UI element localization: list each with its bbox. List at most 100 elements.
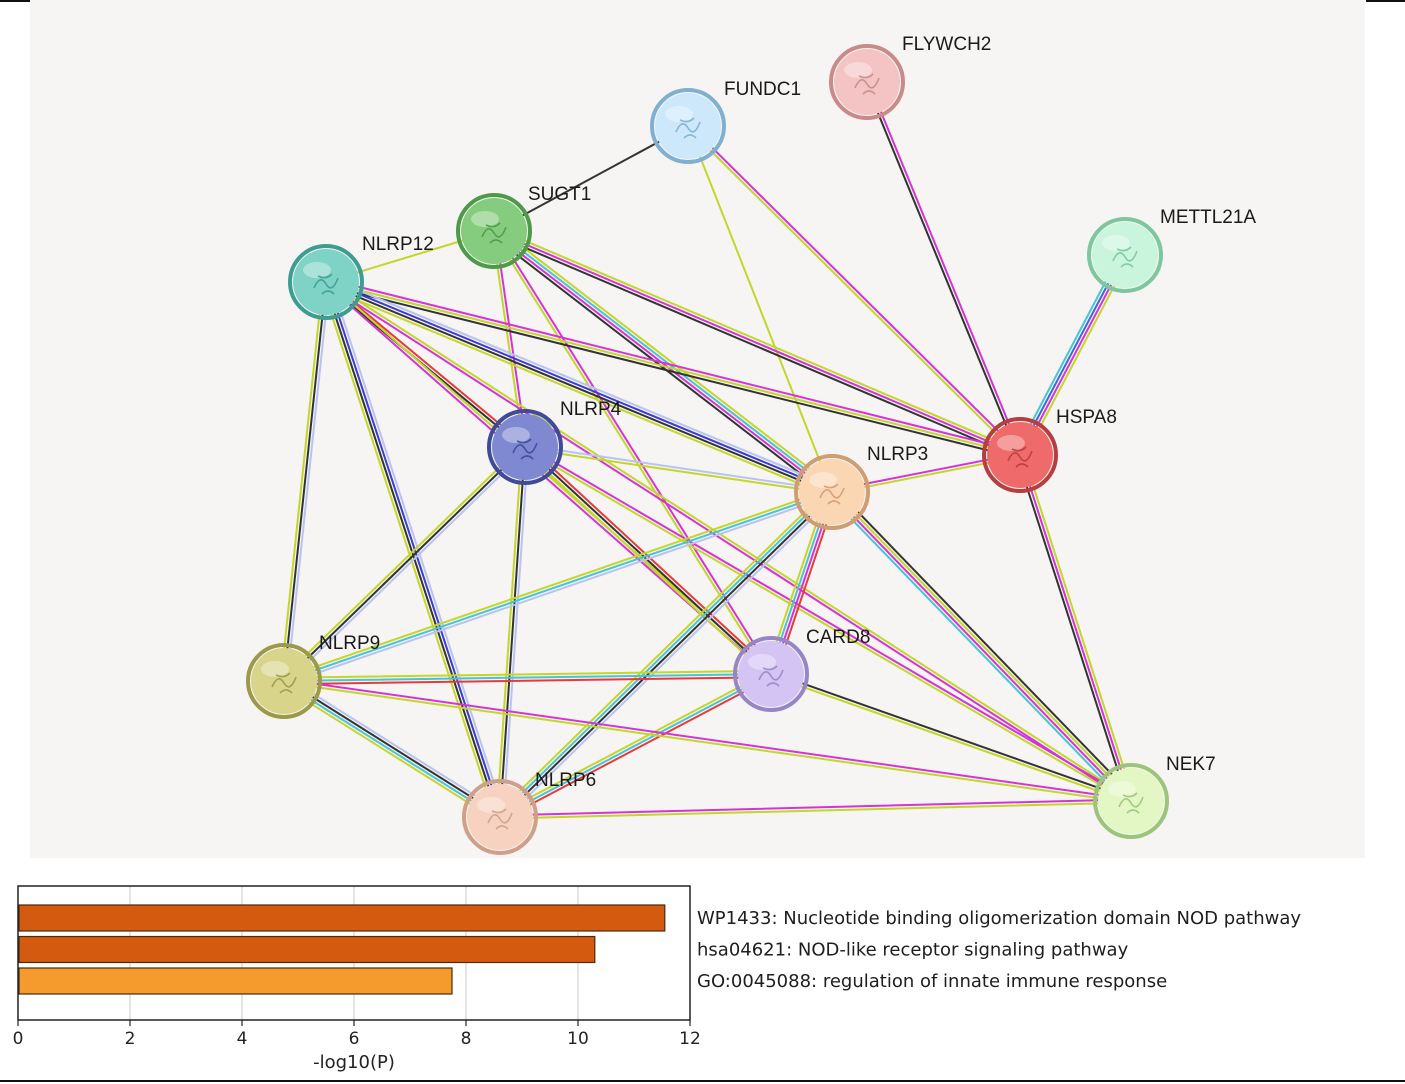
edge-nlrp3-nlrp6-line-2 — [497, 489, 832, 817]
x-tick-label-10: 10 — [567, 1029, 589, 1049]
edge-sugt1-nlrp3-line-0 — [495, 226, 836, 490]
edge-fundc1-hspa8-line-0 — [688, 123, 1023, 455]
node-nlrp9-highlight — [261, 661, 289, 677]
edge-nlrp3-nlrp6-line-1 — [500, 492, 835, 820]
frame-line-bottom — [0, 1080, 1405, 1082]
term-label-2: GO:0045088: regulation of innate immune … — [697, 971, 1167, 992]
node-hspa8-ring — [982, 417, 1058, 493]
edge-card8-nlrp6-line-1 — [499, 673, 772, 818]
node-nlrp6-body — [467, 784, 533, 850]
edge-nlrp9-nek7-line-1 — [282, 681, 1132, 804]
node-label-flywch2: FLYWCH2 — [902, 34, 991, 55]
node-nek7[interactable]: NEK7 — [1093, 754, 1216, 839]
edge-nlrp12-nlrp3-line-2 — [324, 282, 833, 495]
node-flywch2-ring — [829, 44, 905, 120]
edge-nlrp9-nek7-line-0 — [283, 678, 1133, 801]
frame-line-top-left — [0, 0, 30, 2]
edge-nlrp3-nlrp9-line-2 — [281, 487, 832, 679]
node-nlrp9[interactable]: NLRP9 — [246, 633, 380, 719]
node-fundc1-body — [655, 93, 721, 159]
x-tick-label-8: 8 — [461, 1029, 472, 1049]
node-nlrp3[interactable]: NLRP3 — [794, 444, 928, 530]
node-label-nlrp6: NLRP6 — [535, 770, 596, 791]
edge-nlrp12-nek7-line-0 — [325, 279, 1133, 801]
edge-card8-nlrp9-line-2 — [282, 669, 772, 679]
edge-sugt1-hspa8-line-0 — [494, 227, 1023, 454]
node-sugt1-ring — [456, 193, 532, 269]
node-nek7-highlight — [1108, 781, 1136, 797]
edge-sugt1-card8-line-0 — [494, 229, 774, 675]
edge-flywch2-hspa8-line-0 — [867, 80, 1023, 456]
edge-nlrp12-nlrp9-line-0 — [286, 281, 331, 683]
bar-layer — [18, 904, 666, 995]
node-label-nek7: NEK7 — [1166, 754, 1216, 775]
edge-hspa8-nek7-line-1 — [1019, 454, 1132, 802]
node-card8-ring — [733, 636, 809, 712]
node-flywch2[interactable]: FLYWCH2 — [829, 34, 991, 120]
edge-nlrp3-nek7-line-0 — [834, 487, 1136, 799]
term-label-0: WP1433: Nucleotide binding oligomerizati… — [697, 908, 1301, 929]
edge-sugt1-nlrp3-line-1 — [493, 228, 834, 492]
node-card8[interactable]: CARD8 — [733, 627, 870, 712]
edge-nlrp6-nek7-line-1 — [499, 801, 1133, 820]
x-tick-label-0: 0 — [13, 1029, 24, 1049]
edge-nlrp3-nek7-line-1 — [832, 489, 1134, 801]
protein-structure-icon — [512, 438, 538, 460]
edge-nlrp9-nlrp6-line-3 — [280, 684, 499, 823]
edge-nlrp3-nlrp6-line-0 — [502, 494, 837, 822]
edge-nlrp12-nlrp9-line-2 — [279, 280, 324, 682]
node-nlrp6[interactable]: NLRP6 — [462, 770, 596, 855]
edge-nlrp4-nlrp9-line-1 — [283, 446, 526, 682]
edge-nlrp9-nlrp6-line-0 — [285, 675, 504, 814]
edge-nlrp3-nek7-line-2 — [829, 492, 1131, 804]
node-nlrp9-body — [251, 648, 317, 714]
edge-card8-nlrp9-line-0 — [283, 676, 773, 686]
node-nek7-ring — [1093, 763, 1169, 839]
node-nlrp12[interactable]: NLRP12 — [288, 234, 434, 320]
node-hspa8[interactable]: HSPA8 — [982, 407, 1117, 493]
node-fundc1[interactable]: FUNDC1 — [650, 79, 801, 164]
node-nlrp12-highlight — [303, 262, 331, 278]
protein-structure-icon — [481, 222, 507, 244]
edge-hspa8-nek7-line-0 — [1022, 453, 1136, 802]
edge-nlrp12-nlrp9-line-1 — [283, 281, 327, 682]
edge-nlrp4-nlrp9-line-0 — [285, 448, 529, 685]
edge-sugt1-hspa8-line-1 — [493, 230, 1021, 456]
node-nlrp4[interactable]: NLRP4 — [487, 399, 622, 485]
bar-1 — [18, 935, 596, 964]
edge-card8-nek7-line-1 — [769, 674, 1132, 804]
x-tick-label-6: 6 — [349, 1029, 360, 1049]
edge-nlrp12-hspa8-line-2 — [324, 284, 1021, 460]
edge-nlrp9-nlrp6-line-2 — [282, 681, 501, 820]
x-tick-label-4: 4 — [237, 1029, 248, 1049]
node-fundc1-highlight — [665, 106, 693, 122]
edge-fundc1-hspa8-line-1 — [685, 126, 1020, 458]
node-nlrp3-body — [799, 459, 865, 525]
node-hspa8-highlight — [997, 435, 1025, 451]
edge-nlrp3-nlrp9-line-1 — [283, 491, 833, 682]
node-mettl21a[interactable]: METTL21A — [1087, 207, 1256, 293]
edge-nlrp4-card8-line-2 — [521, 448, 770, 678]
edge-nlrp4-nlrp9-line-2 — [280, 443, 524, 680]
node-nlrp4-highlight — [502, 427, 530, 443]
protein-structure-icon — [487, 808, 513, 830]
edge-nlrp12-nek7-line-1 — [324, 282, 1132, 804]
protein-structure-icon — [675, 117, 701, 139]
edge-nlrp12-nlrp3-line-3 — [323, 285, 832, 498]
edge-nlrp4-nek7-line-0 — [524, 444, 1133, 801]
edge-sugt1-hspa8-line-2 — [491, 232, 1020, 459]
node-sugt1[interactable]: SUGT1 — [456, 184, 591, 269]
node-nlrp3-ring — [794, 454, 870, 530]
edge-nlrp9-nlrp6-line-1 — [283, 678, 502, 817]
node-card8-body — [738, 641, 804, 707]
edge-nlrp3-nlrp6-line-3 — [495, 487, 830, 815]
edge-nlrp12-nlrp6-line-2 — [323, 281, 500, 819]
node-mettl21a-highlight — [1102, 235, 1130, 251]
node-nek7-body — [1098, 768, 1164, 834]
edge-nlrp12-nlrp6-line-3 — [320, 282, 497, 820]
protein-structure-icon — [1118, 792, 1144, 814]
protein-structure-icon — [758, 665, 784, 687]
node-label-mettl21a: METTL21A — [1160, 207, 1256, 228]
protein-structure-icon — [1007, 446, 1033, 468]
node-label-hspa8: HSPA8 — [1056, 407, 1117, 428]
